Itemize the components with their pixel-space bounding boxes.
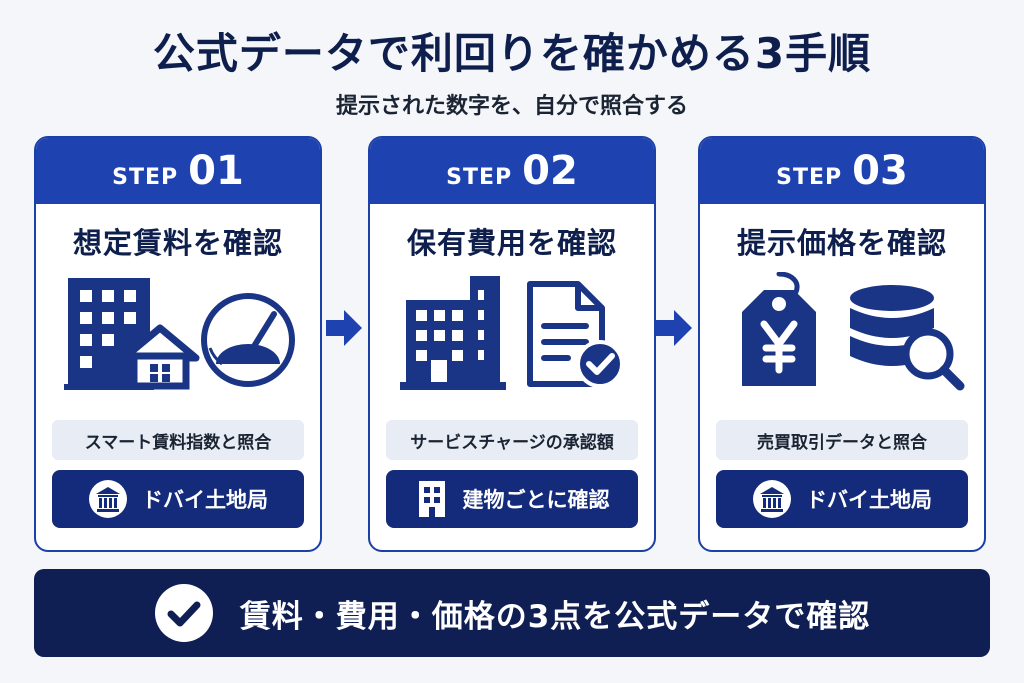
step-number: 02 bbox=[522, 148, 578, 194]
step-source: ドバイ土地局 bbox=[52, 470, 304, 528]
arrow-right-icon bbox=[326, 310, 362, 346]
step-illustration bbox=[700, 268, 984, 398]
step-heading: 想定賃料を確認 bbox=[72, 226, 283, 260]
step-header: STEP 01 bbox=[36, 138, 320, 204]
building-icon bbox=[418, 481, 445, 517]
step-illustration bbox=[370, 268, 654, 398]
source-label: 建物ごとに確認 bbox=[462, 488, 610, 512]
arrow-right-icon bbox=[656, 310, 692, 346]
yen-price-tag-icon bbox=[742, 272, 816, 386]
database-search-icon bbox=[850, 285, 965, 391]
office-building-icon bbox=[64, 278, 154, 390]
step-source: 建物ごとに確認 bbox=[386, 470, 638, 528]
summary-banner: 賃料・費用・価格の3点を公式データで確認 bbox=[34, 569, 990, 657]
step-note: スマート賃料指数と照合 bbox=[52, 420, 304, 460]
page-subtitle: 提示された数字を、自分で照合する bbox=[335, 94, 688, 119]
step-card-03: STEP 03 提示価格を確認 売買取引データと照合 bbox=[698, 136, 986, 552]
step-heading: 保有費用を確認 bbox=[406, 226, 617, 260]
government-building-icon bbox=[89, 480, 127, 518]
step-card-01: STEP 01 想定賃料を確認 bbox=[34, 136, 322, 552]
step-label: STEP bbox=[446, 165, 513, 190]
step-source: ドバイ土地局 bbox=[716, 470, 968, 528]
step-card-02: STEP 02 保有費用を確認 サービスチャー bbox=[368, 136, 656, 552]
page-title: 公式データで利回りを確かめる3手順 bbox=[152, 29, 872, 78]
check-circle-icon bbox=[154, 584, 213, 642]
source-label: ドバイ土地局 bbox=[806, 488, 932, 512]
step-number: 03 bbox=[852, 148, 908, 194]
step-header: STEP 02 bbox=[370, 138, 654, 204]
source-label: ドバイ土地局 bbox=[142, 488, 268, 512]
step-note: サービスチャージの承認額 bbox=[386, 420, 638, 460]
step-heading: 提示価格を確認 bbox=[736, 226, 947, 260]
step-number: 01 bbox=[188, 148, 244, 194]
step-header: STEP 03 bbox=[700, 138, 984, 204]
step-note: 売買取引データと照合 bbox=[716, 420, 968, 460]
house-icon bbox=[120, 324, 200, 390]
step-label: STEP bbox=[776, 165, 843, 190]
banner-text: 賃料・費用・価格の3点を公式データで確認 bbox=[239, 598, 871, 635]
document-check-icon bbox=[527, 281, 624, 388]
step-illustration bbox=[36, 268, 320, 398]
office-building-icon bbox=[400, 276, 506, 390]
government-building-icon bbox=[753, 480, 791, 518]
step-label: STEP bbox=[112, 165, 179, 190]
gauge-icon bbox=[201, 293, 295, 387]
